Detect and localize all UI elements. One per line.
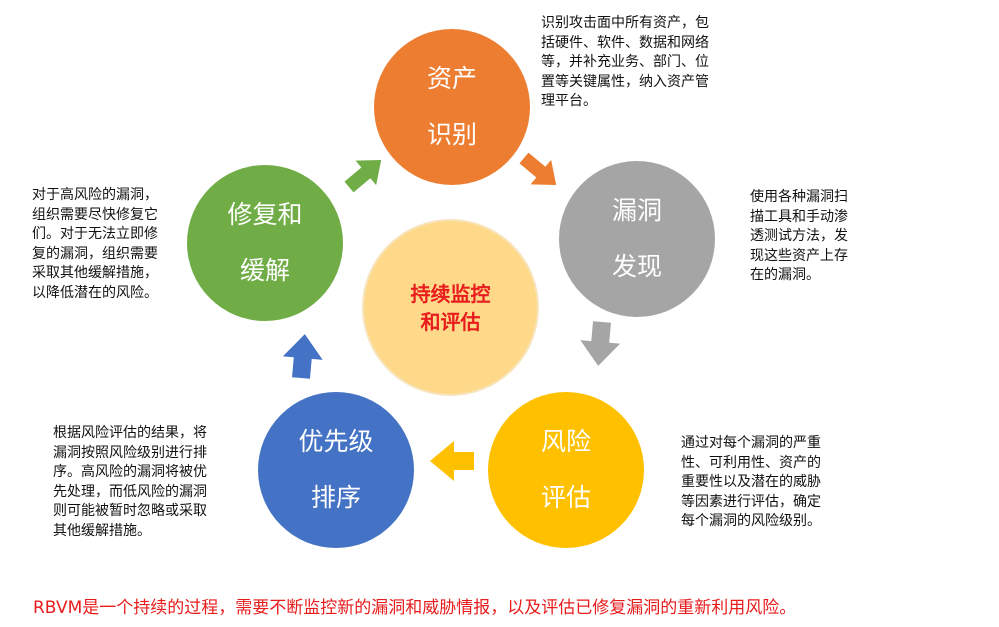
description-line: 先处理，而低风险的漏洞: [53, 483, 207, 500]
node-label-line: 排序: [310, 483, 361, 512]
description-line: 以降低潜在的风险。: [32, 284, 158, 301]
description-line: 理平台。: [541, 93, 597, 109]
description-line: 使用各种漏洞扫: [750, 189, 848, 205]
arrow-asset-to-vuln: [519, 152, 557, 185]
arrow-risk-to-prio: [430, 441, 474, 481]
node-label-line: 风险: [540, 427, 591, 456]
description-line: 通过对每个漏洞的严重: [681, 435, 821, 451]
arrow-prio-to-fix: [282, 334, 323, 379]
remediation-node: 修复和 缓解: [187, 165, 343, 321]
description-line: 漏洞按照风险级别进行排: [53, 444, 207, 461]
prioritization-node: 优先级 排序: [258, 392, 414, 548]
node-label-line: 发现: [611, 252, 662, 281]
description-line: 采取其他缓解措施，: [32, 265, 158, 281]
arrow-fix-to-asset: [344, 160, 382, 193]
description-line: 置等关键属性，纳入资产管: [541, 73, 709, 90]
description-line: 组织需要尽快修复它: [32, 206, 158, 223]
node-label-line: 识别: [426, 120, 477, 149]
description-line: 其他缓解措施。: [53, 522, 151, 539]
description-line: 括硬件、软件、数据和网络: [541, 34, 709, 51]
asset-description: 识别攻击面中所有资产，包 括硬件、软件、数据和网络 等，并补充业务、部门、位 置…: [541, 14, 709, 112]
description-line: 现这些资产上存: [750, 247, 848, 264]
risk-description: 通过对每个漏洞的严重 性、可利用性、资产的 重要性以及潜在的威胁 等因素进行评估…: [681, 434, 821, 532]
description-line: 每个漏洞的风险级别。: [681, 513, 821, 529]
description-line: 性、可利用性、资产的: [681, 454, 821, 471]
center-label-line: 和评估: [420, 309, 481, 334]
description-line: 则可能被暂时忽略或采取: [53, 503, 207, 519]
description-line: 复的漏洞，组织需要: [32, 245, 158, 262]
risk-assessment-node: 风险 评估: [488, 392, 644, 548]
description-line: 序。高风险的漏洞将被优: [53, 464, 207, 480]
arrow-vuln-to-risk: [580, 321, 621, 366]
node-label-line: 优先级: [298, 427, 374, 456]
description-line: 根据风险评估的结果，将: [53, 425, 207, 441]
description-line: 等，并补充业务、部门、位: [541, 54, 709, 70]
remediation-description: 对于高风险的漏洞， 组织需要尽快修复它 们。对于无法立即修 复的漏洞，组织需要 …: [32, 186, 158, 303]
description-line: 在的漏洞。: [750, 267, 820, 283]
description-line: 描工具和手动渗: [750, 208, 848, 225]
node-label-line: 漏洞: [611, 196, 662, 225]
description-line: 透测试方法，发: [750, 228, 848, 244]
node-label-line: 缓解: [239, 256, 290, 285]
node-label-line: 修复和: [227, 200, 303, 229]
asset-identification-node: 资产 识别: [374, 29, 530, 185]
continuous-monitoring-node: 持续监控 和评估: [362, 219, 539, 396]
description-line: 对于高风险的漏洞，: [32, 187, 158, 203]
description-line: 等因素进行评估，确定: [681, 493, 821, 510]
vulnerability-description: 使用各种漏洞扫 描工具和手动渗 透测试方法，发 现这些资产上存 在的漏洞。: [750, 188, 848, 286]
description-line: 们。对于无法立即修: [32, 226, 158, 242]
node-label-line: 评估: [540, 483, 591, 512]
node-label-line: 资产: [426, 64, 477, 93]
vulnerability-discovery-node: 漏洞 发现: [559, 161, 715, 317]
description-line: 重要性以及潜在的威胁: [681, 474, 821, 490]
prioritization-description: 根据风险评估的结果，将 漏洞按照风险级别进行排 序。高风险的漏洞将被优 先处理，…: [53, 424, 207, 541]
center-label-line: 持续监控: [410, 281, 491, 306]
description-line: 识别攻击面中所有资产，包: [541, 15, 709, 31]
footer-note: RBVM是一个持续的过程，需要不断监控新的漏洞和威胁情报，以及评估已修复漏洞的重…: [33, 598, 797, 618]
